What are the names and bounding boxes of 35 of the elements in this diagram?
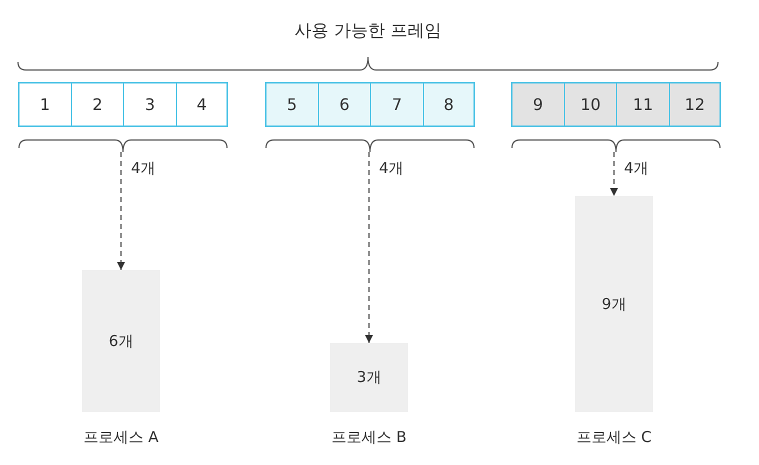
dashed-arrow: [365, 152, 373, 343]
frame-count: 6개: [108, 332, 134, 350]
frame-number: 5: [286, 95, 298, 114]
process-label: 프로세스 C: [576, 428, 652, 447]
frame-number: 10: [580, 95, 601, 114]
frame-cell: [370, 82, 424, 127]
frame-number: 8: [444, 95, 454, 114]
memory-block: [575, 196, 653, 412]
title: 사용 가능한 프레임: [294, 20, 442, 42]
frame-number: 4: [196, 95, 207, 114]
process-label: 프로세스 A: [83, 428, 159, 447]
frame-number: 2: [92, 95, 103, 114]
frame-group: [18, 82, 228, 152]
frame-count: 3개: [356, 368, 382, 387]
edge-label: 4개: [379, 159, 404, 178]
frame-cell: [318, 82, 372, 127]
edge-label: 4개: [131, 159, 156, 178]
frame-number: 12: [684, 95, 705, 114]
memory-block: [330, 343, 408, 412]
process-label: 프로세스 B: [331, 428, 407, 447]
frame-number: 11: [632, 95, 654, 114]
memory-block: [82, 270, 160, 412]
frame-number: 1: [40, 95, 50, 114]
frame-group: [265, 82, 475, 152]
frame-number: 6: [339, 95, 350, 114]
dashed-arrow: [117, 152, 125, 270]
frame-group: [511, 82, 721, 152]
frame-count: 9개: [602, 294, 626, 314]
edge-label: 4개: [624, 159, 649, 178]
frame-number: 3: [144, 95, 156, 114]
frame-cell: [616, 82, 670, 127]
frame-number: 9: [532, 95, 544, 114]
dashed-arrow: [610, 152, 618, 196]
frame-number: 7: [392, 95, 402, 114]
frame-cell: [564, 82, 618, 127]
